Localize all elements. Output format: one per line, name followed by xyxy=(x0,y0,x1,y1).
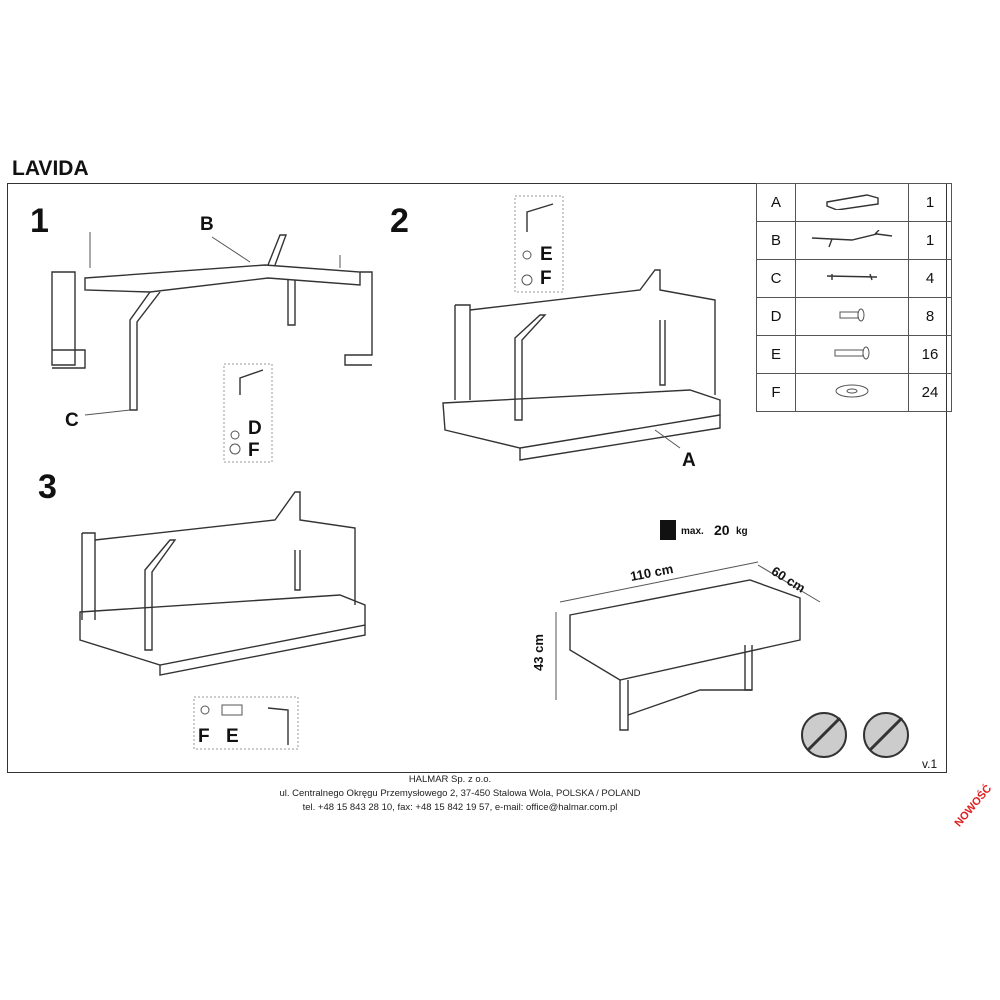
short-bolt-icon xyxy=(795,297,909,336)
step-number: 2 xyxy=(390,202,409,240)
instruction-frame xyxy=(7,183,947,773)
dimensions-drawing xyxy=(555,520,909,758)
part-label-e: E xyxy=(540,244,553,265)
washer-icon xyxy=(795,373,909,412)
step1-drawing xyxy=(51,232,373,463)
part-label-f: F xyxy=(540,268,552,289)
part-label-e: E xyxy=(226,726,239,747)
footer-address: ul. Centralnego Okręgu Przemysłowego 2, … xyxy=(279,788,641,799)
footer-contact: tel. +48 15 843 28 10, fax: +48 15 842 1… xyxy=(302,802,618,813)
leg-bracket-icon xyxy=(795,259,909,298)
load-unit: kg xyxy=(736,526,748,537)
part-label-d: D xyxy=(248,418,262,439)
step-number: 3 xyxy=(38,468,57,506)
max-load: 20 xyxy=(714,522,730,538)
part-label-c: C xyxy=(65,410,79,431)
height-dimension: 43 cm xyxy=(530,634,546,671)
product-title: LAVIDA xyxy=(12,157,89,180)
step-number: 1 xyxy=(30,202,49,240)
step2-drawing xyxy=(442,195,721,461)
footer-company: HALMAR Sp. z o.o. xyxy=(408,774,492,785)
part-label-f: F xyxy=(198,726,210,747)
max-label: max. xyxy=(681,526,704,537)
tabletop-frame-icon xyxy=(795,183,909,222)
part-label-f: F xyxy=(248,440,260,461)
long-bolt-icon xyxy=(795,335,909,374)
weight-icon xyxy=(660,520,676,540)
part-label-b: B xyxy=(200,214,214,235)
part-label-a: A xyxy=(682,450,696,471)
version: v.1 xyxy=(922,757,938,771)
step3-drawing xyxy=(79,491,366,750)
cross-base-icon xyxy=(795,221,909,260)
